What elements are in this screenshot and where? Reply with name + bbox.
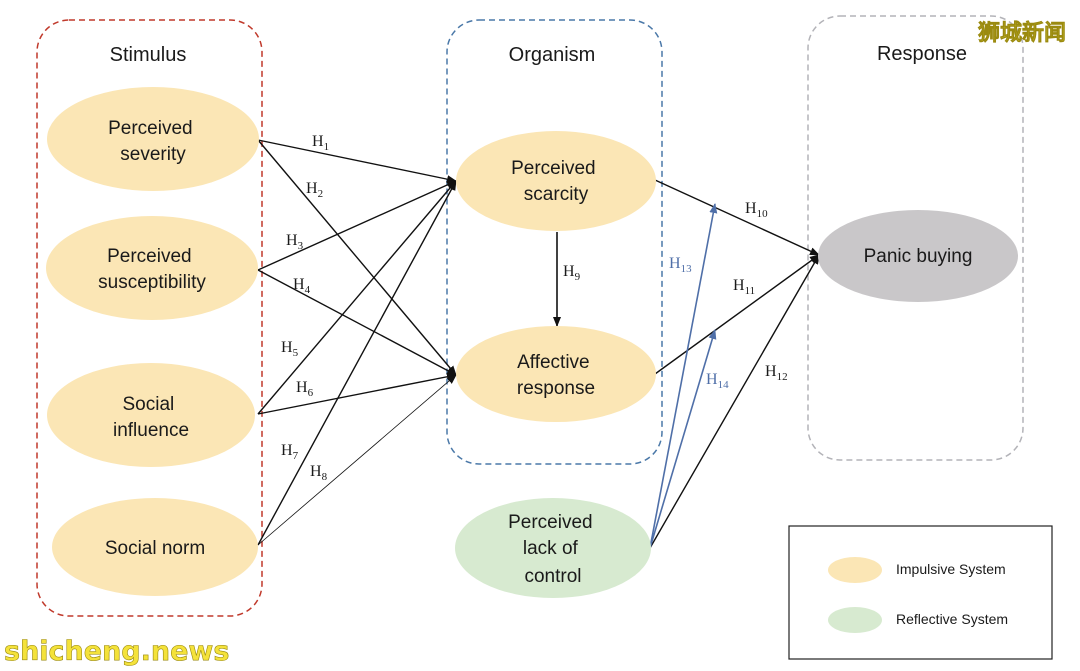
legend-box <box>788 525 1053 660</box>
node-social-influence <box>47 363 255 467</box>
edge-h2 <box>257 139 457 376</box>
edge-h7 <box>257 180 457 546</box>
node-perceived-lack-of-control-label: Perceived lack of control <box>508 512 598 587</box>
node-perceived-susceptibility <box>46 216 258 320</box>
edge-h14 <box>649 329 717 549</box>
legend-impulsive-label: Impulsive System <box>896 561 1006 577</box>
node-social-influence-label: Social influence <box>113 394 189 441</box>
node-social-norm <box>52 498 258 596</box>
label-h2: H2 <box>306 180 323 200</box>
edge-h13 <box>649 203 718 549</box>
node-affective-response <box>456 326 656 422</box>
label-h3: H3 <box>286 232 304 252</box>
edge-h1 <box>257 139 457 184</box>
node-perceived-severity <box>47 87 259 191</box>
legend-impulsive-swatch <box>828 557 882 583</box>
label-h10: H10 <box>745 200 768 220</box>
organism-group <box>446 19 663 465</box>
label-h5: H5 <box>281 339 299 359</box>
watermark-bottom-left: shicheng.news <box>4 636 229 667</box>
stimulus-group <box>36 19 263 617</box>
label-h7: H7 <box>281 442 299 462</box>
edge-h5 <box>257 180 457 415</box>
response-group <box>807 15 1024 461</box>
legend-reflective-label: Reflective System <box>896 611 1008 627</box>
edge-h8 <box>257 374 457 546</box>
response-title: Response <box>877 43 967 65</box>
node-social-norm-label: Social norm <box>105 538 205 559</box>
edge-h11 <box>654 254 820 375</box>
node-panic-buying <box>818 210 1018 302</box>
edge-h12 <box>649 254 820 549</box>
label-h14: H14 <box>706 371 729 391</box>
node-affective-response-label: Affective response <box>517 352 595 399</box>
organism-title: Organism <box>509 44 596 66</box>
stimulus-title: Stimulus <box>110 44 187 66</box>
node-perceived-susceptibility-label: Perceived susceptibility <box>98 246 206 293</box>
edge-h10 <box>654 179 820 256</box>
node-perceived-lack-of-control <box>455 498 651 598</box>
watermark-top-right: 狮城新闻 <box>978 20 1066 46</box>
node-perceived-scarcity <box>456 131 656 231</box>
node-panic-buying-label: Panic buying <box>864 246 973 267</box>
label-h11: H11 <box>733 277 755 297</box>
label-h8: H8 <box>310 463 328 483</box>
edge-h6 <box>257 372 457 415</box>
label-h6: H6 <box>296 379 314 399</box>
label-h12: H12 <box>765 363 788 383</box>
label-h1: H1 <box>312 133 329 153</box>
node-perceived-scarcity-label: Perceived scarcity <box>511 158 601 205</box>
label-h4: H4 <box>293 276 311 296</box>
edge-h3 <box>257 180 457 271</box>
label-h13: H13 <box>669 255 692 275</box>
edge-h4 <box>257 269 457 376</box>
legend-reflective-swatch <box>828 607 882 633</box>
node-perceived-severity-label: Perceived severity <box>108 118 198 165</box>
label-h9: H9 <box>563 263 581 283</box>
